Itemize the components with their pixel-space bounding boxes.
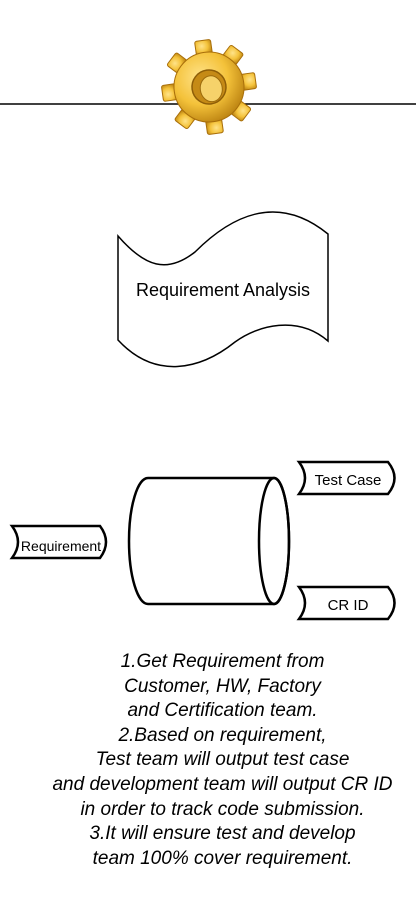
requirement-analysis-shape bbox=[117, 211, 329, 368]
note-line: in order to track code submission. bbox=[80, 798, 365, 820]
note-line: Test team will output test case bbox=[95, 749, 350, 771]
test-case-output-label: Test Case bbox=[315, 472, 382, 489]
requirement-analysis-label: Requirement Analysis bbox=[136, 280, 310, 300]
note-line: 3.It will ensure test and develop bbox=[89, 823, 356, 845]
test-case-output-shape bbox=[296, 460, 396, 496]
note-line: and Certification team. bbox=[127, 700, 318, 722]
note-line: 2.Based on requirement, bbox=[118, 724, 327, 746]
note-line: and development team will output CR ID bbox=[52, 773, 393, 795]
database-cylinder bbox=[127, 476, 291, 606]
note-line: team 100% cover requirement. bbox=[92, 847, 353, 869]
cr-id-output-label: CR ID bbox=[328, 597, 369, 614]
gear-icon bbox=[161, 39, 257, 135]
note-line: Customer, HW, Factory bbox=[124, 675, 321, 697]
cr-id-output-shape bbox=[296, 585, 396, 621]
requirement-input-label: Requirement bbox=[21, 538, 101, 554]
note-line: 1.Get Requirement from bbox=[120, 651, 325, 672]
requirement-input-shape bbox=[9, 524, 108, 560]
process-notes: 1.Get Requirement from Customer, HW, Fac… bbox=[0, 650, 416, 871]
